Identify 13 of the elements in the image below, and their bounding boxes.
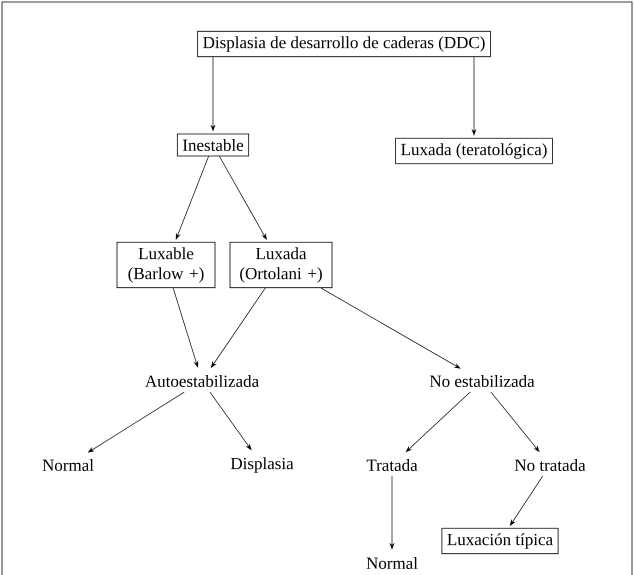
node-label: Tratada	[366, 459, 418, 471]
node-label: Autoestabilizada	[145, 375, 259, 387]
process-box: Luxación típica	[442, 528, 558, 554]
node-label: Normal	[42, 459, 94, 471]
process-box: Luxable (Barlow +)	[116, 242, 216, 288]
process-box: Displasia de desarrollo de caderas (DDC)	[197, 30, 491, 58]
node-label: No tratada	[514, 459, 586, 471]
node-label: Displasia	[230, 457, 294, 473]
process-box: Inestable	[176, 134, 250, 156]
process-box: Luxada (Ortolani +)	[230, 242, 332, 288]
node-label: Normal	[366, 557, 418, 569]
node-label: No estabilizada	[430, 375, 534, 387]
process-box: Luxada (teratológica)	[395, 138, 553, 164]
